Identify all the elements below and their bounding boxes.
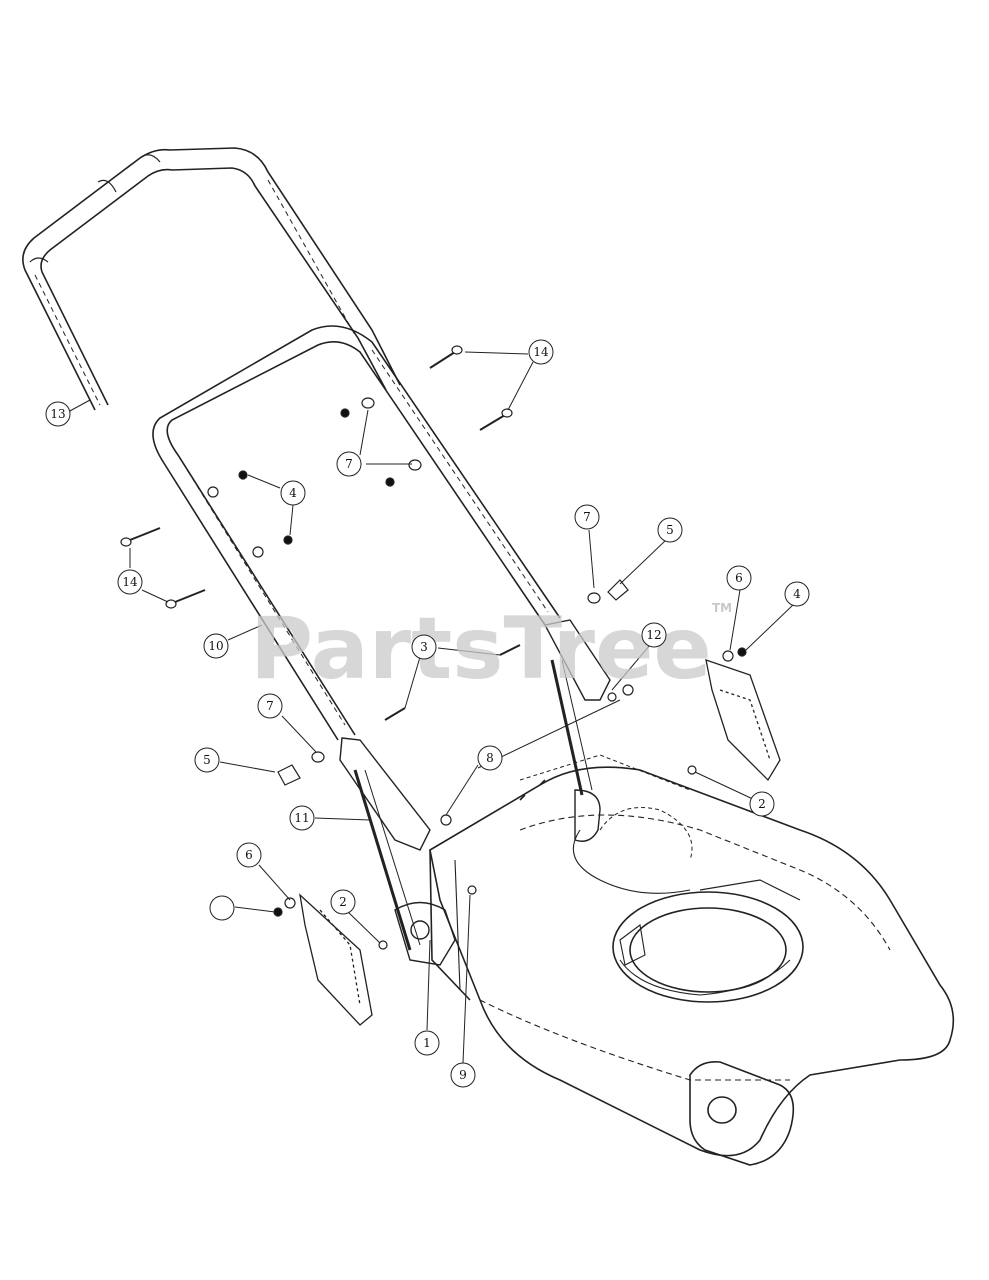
handle-brackets bbox=[339, 619, 611, 951]
svg-text:4: 4 bbox=[289, 486, 297, 500]
callout-14-left: 14 bbox=[117, 569, 143, 595]
svg-text:5: 5 bbox=[203, 753, 211, 767]
watermark-text: PartsTree bbox=[250, 599, 712, 699]
upper-handle bbox=[22, 147, 401, 411]
height-adjuster-left bbox=[299, 893, 373, 1026]
callouts: 1 2 2 3 4 4 5 5 6 6 7 7 7 8 9 bbox=[45, 339, 810, 1088]
callout-7-upper: 7 bbox=[336, 451, 362, 477]
svg-text:5: 5 bbox=[666, 523, 674, 537]
height-adjuster-right bbox=[705, 659, 781, 782]
callout-2-left: 2 bbox=[330, 889, 356, 915]
watermark: PartsTree TM bbox=[250, 599, 732, 699]
svg-text:2: 2 bbox=[758, 797, 766, 811]
svg-text:13: 13 bbox=[50, 407, 65, 421]
callout-11: 11 bbox=[289, 805, 315, 831]
svg-text:1: 1 bbox=[423, 1036, 431, 1050]
leader-lines bbox=[67, 351, 795, 1064]
mower-deck bbox=[429, 754, 955, 1166]
callout-9: 9 bbox=[450, 1062, 476, 1088]
watermark-tm: TM bbox=[712, 601, 732, 615]
svg-text:14: 14 bbox=[533, 345, 549, 359]
callout-12: 12 bbox=[641, 622, 667, 648]
callout-13: 13 bbox=[45, 401, 71, 427]
callout-7-left: 7 bbox=[257, 693, 283, 719]
svg-text:7: 7 bbox=[345, 457, 353, 471]
callout-1: 1 bbox=[414, 1030, 440, 1056]
callout-2-right: 2 bbox=[749, 791, 775, 817]
callout-5-left: 5 bbox=[194, 747, 220, 773]
callout-14-upper: 14 bbox=[528, 339, 554, 365]
svg-text:7: 7 bbox=[266, 699, 274, 713]
callout-6-left: 6 bbox=[236, 842, 262, 868]
callout-4-lower-blank bbox=[209, 895, 235, 921]
callout-3: 3 bbox=[411, 634, 437, 660]
callout-5-right: 5 bbox=[657, 517, 683, 543]
svg-text:12: 12 bbox=[646, 628, 661, 642]
svg-text:4: 4 bbox=[793, 587, 801, 601]
svg-text:14: 14 bbox=[122, 575, 138, 589]
callout-8: 8 bbox=[477, 745, 503, 771]
callout-7-right: 7 bbox=[574, 504, 600, 530]
svg-text:11: 11 bbox=[294, 811, 309, 825]
callout-4-left: 4 bbox=[280, 480, 306, 506]
svg-text:6: 6 bbox=[735, 571, 743, 585]
callout-4-right: 4 bbox=[784, 581, 810, 607]
callout-10: 10 bbox=[203, 633, 229, 659]
svg-text:3: 3 bbox=[420, 640, 428, 654]
hardware bbox=[120, 345, 747, 950]
callout-6-right: 6 bbox=[726, 565, 752, 591]
svg-text:6: 6 bbox=[245, 848, 253, 862]
wheel-bracket bbox=[394, 901, 456, 966]
svg-text:8: 8 bbox=[486, 751, 494, 765]
svg-text:2: 2 bbox=[339, 895, 347, 909]
svg-text:7: 7 bbox=[583, 510, 591, 524]
svg-text:9: 9 bbox=[459, 1068, 467, 1082]
lower-handle bbox=[152, 325, 561, 741]
svg-text:10: 10 bbox=[208, 639, 223, 653]
